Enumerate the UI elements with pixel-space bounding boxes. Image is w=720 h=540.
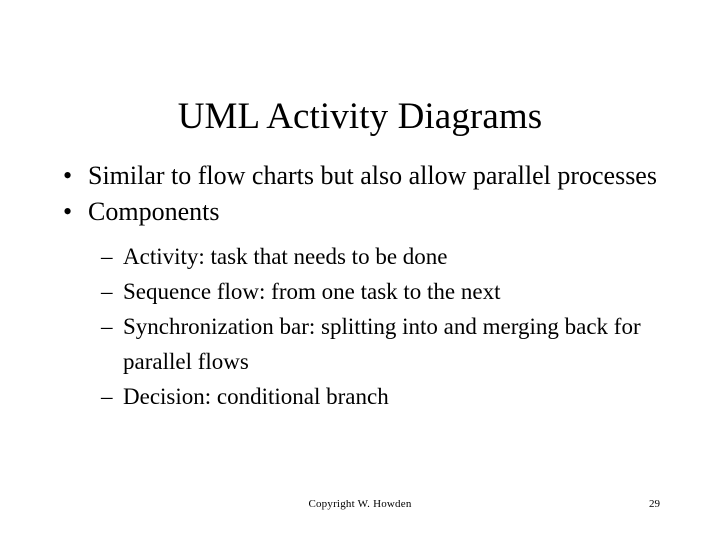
list-item: – Sequence flow: from one task to the ne…: [101, 274, 671, 309]
page-title: UML Activity Diagrams: [177, 95, 543, 137]
bullet-text: Components: [88, 197, 220, 226]
slide-body: • Similar to flow charts but also allow …: [56, 158, 671, 414]
footer-copyright: Copyright W. Howden: [308, 498, 412, 510]
sub-bullet-text: Sequence flow: from one task to the next: [123, 279, 501, 304]
bullet-dash-icon: –: [101, 384, 113, 409]
list-item: • Components: [56, 194, 671, 230]
bullet-dash-icon: –: [101, 279, 113, 304]
list-item: • Similar to flow charts but also allow …: [56, 158, 671, 194]
bullet-text: Similar to flow charts but also allow pa…: [88, 161, 657, 190]
bullet-dash-icon: –: [101, 244, 113, 269]
list-item: – Synchronization bar: splitting into an…: [101, 309, 671, 379]
bullet-dot-icon: •: [63, 197, 73, 226]
sub-bullet-list: – Activity: task that needs to be done –…: [56, 239, 671, 414]
sub-bullet-text: Decision: conditional branch: [123, 384, 389, 409]
footer-page-number: 29: [649, 498, 660, 510]
bullet-dash-icon: –: [101, 314, 113, 339]
list-item: – Decision: conditional branch: [101, 379, 671, 414]
sub-bullet-text: Synchronization bar: splitting into and …: [123, 314, 641, 374]
list-item: – Activity: task that needs to be done: [101, 239, 671, 274]
sub-bullet-text: Activity: task that needs to be done: [123, 244, 448, 269]
bullet-dot-icon: •: [63, 161, 73, 190]
